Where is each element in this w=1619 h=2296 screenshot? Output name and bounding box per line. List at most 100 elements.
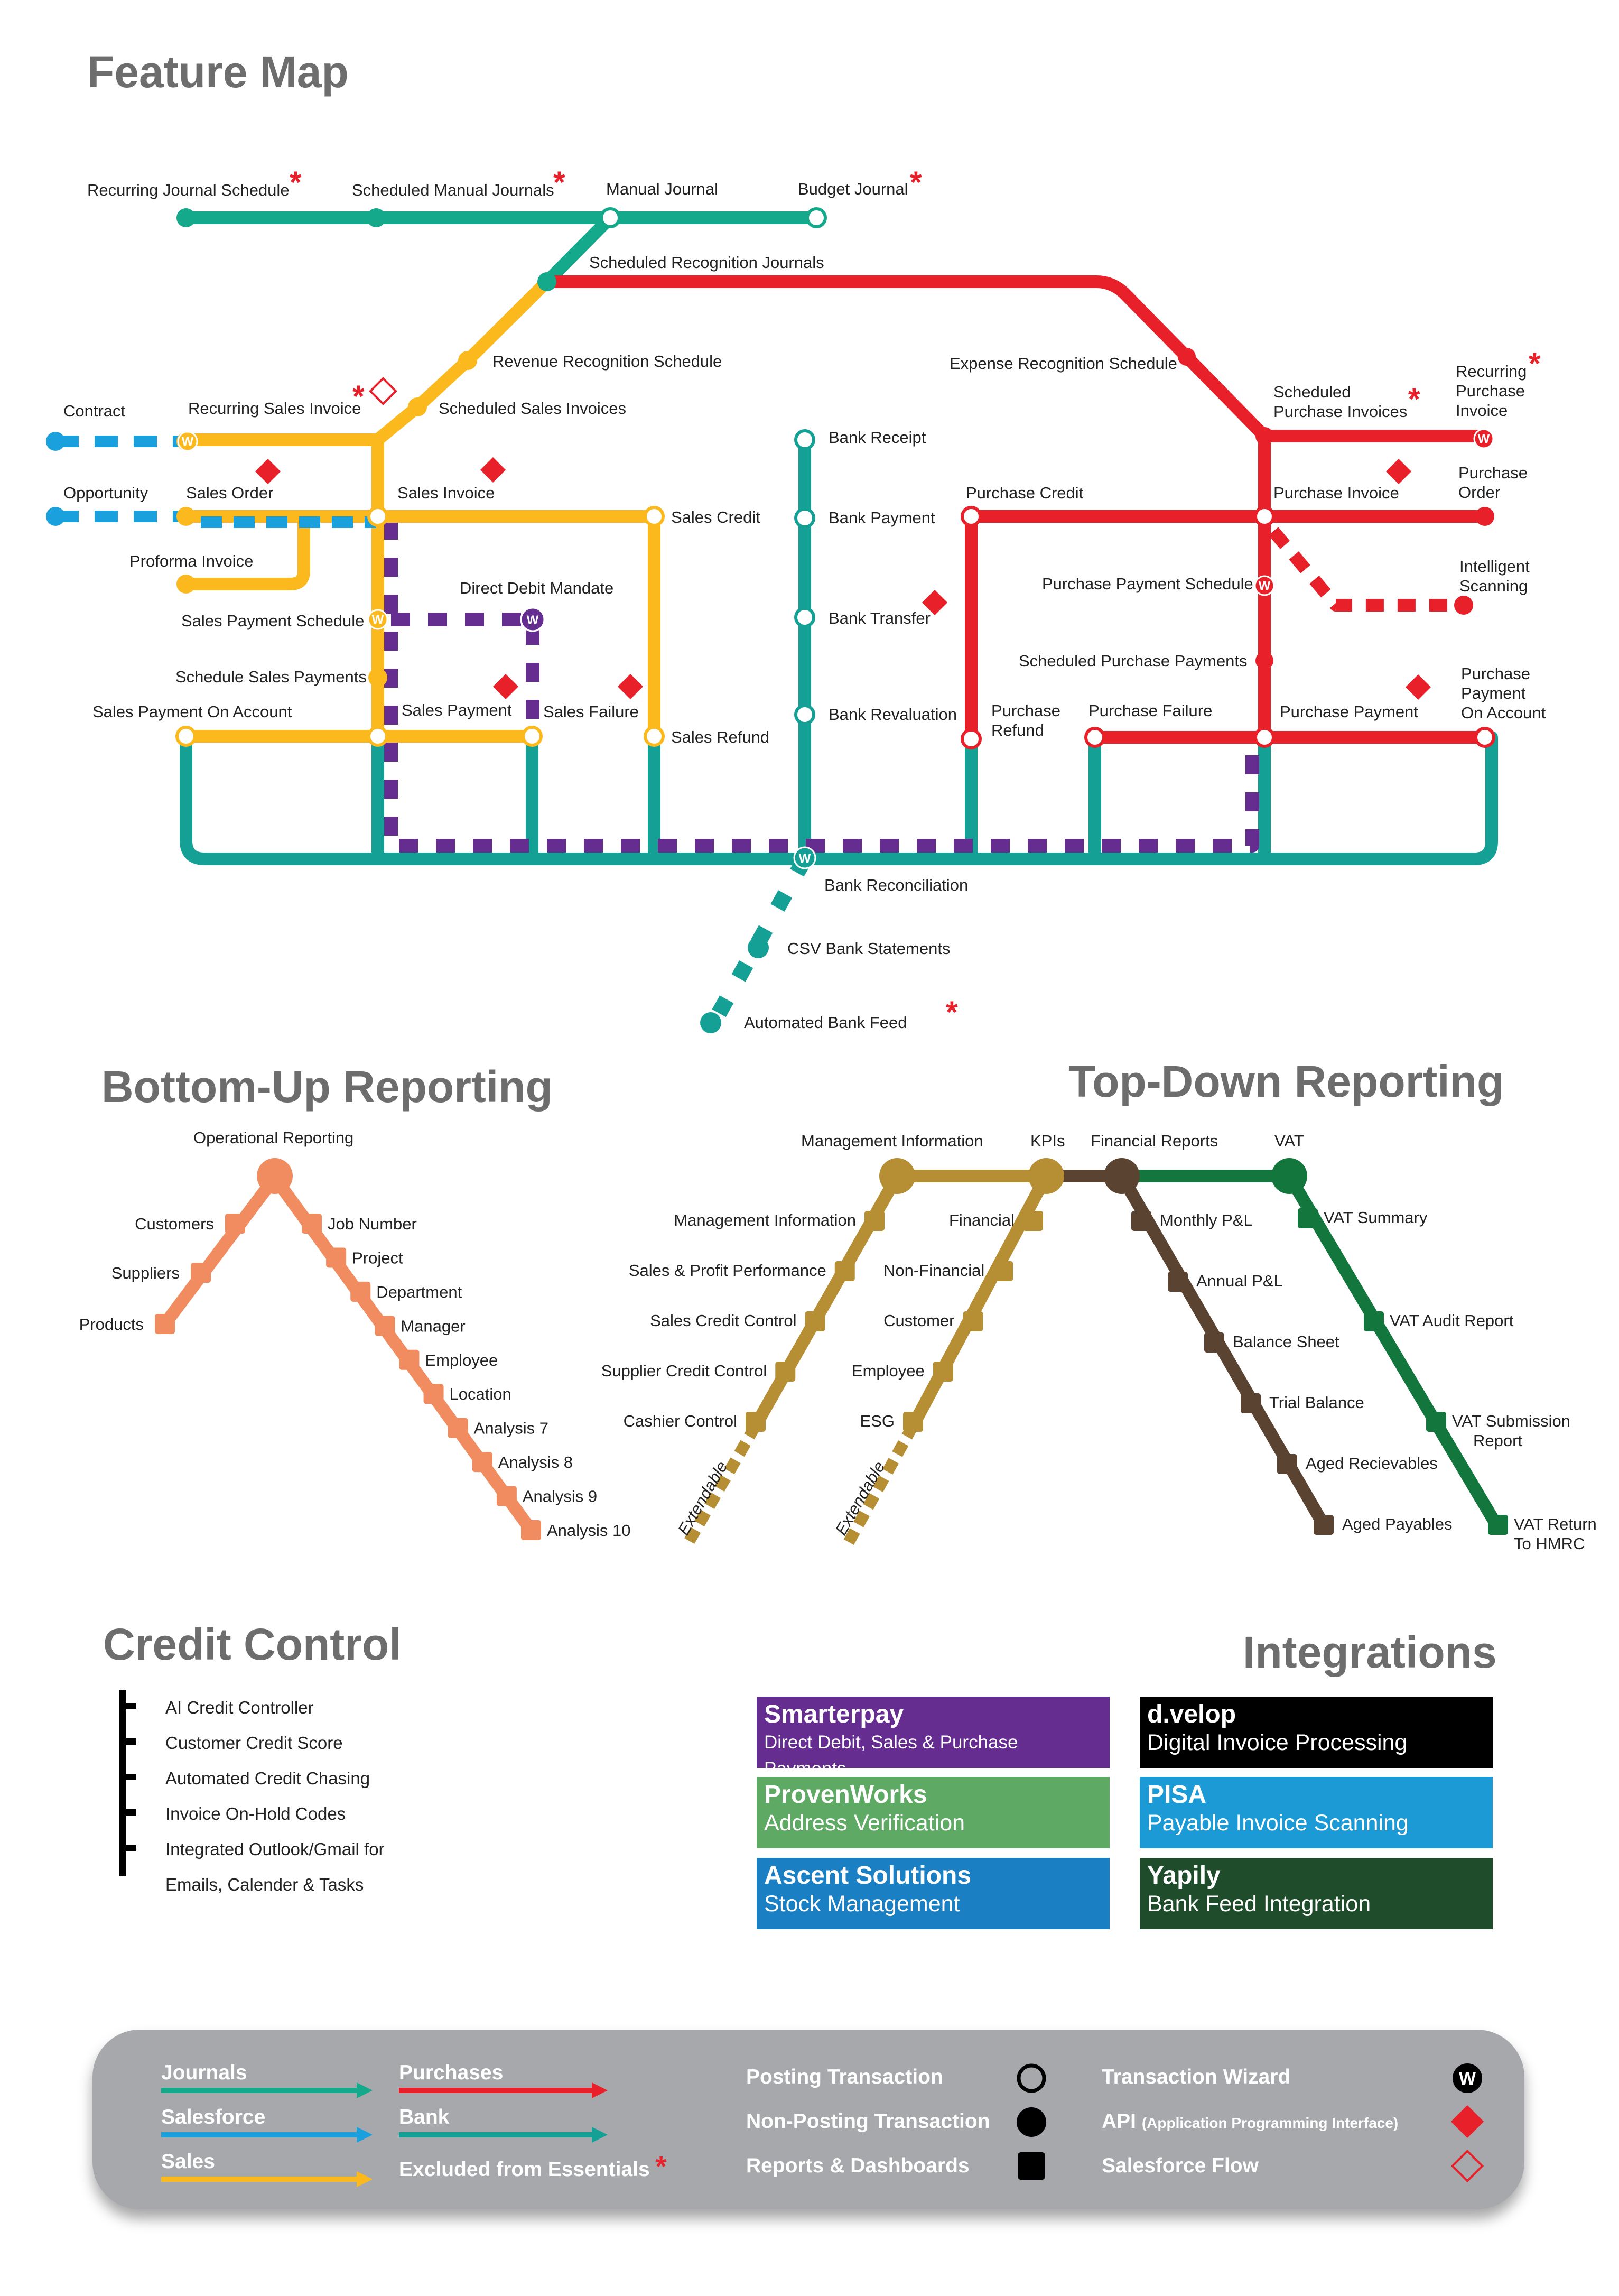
bottom-up-station	[448, 1418, 468, 1438]
label-contract: Contract	[63, 402, 126, 420]
station-kpis	[1028, 1158, 1064, 1194]
bottom-up-label: Products	[79, 1315, 144, 1334]
bottom-up-station	[399, 1349, 420, 1370]
integrations-heading: Integrations	[1243, 1627, 1497, 1677]
legend-posting-icon	[1017, 2063, 1046, 2093]
station-scheduled-sales-invoices	[408, 397, 427, 416]
station-expense-recognition-schedule	[1178, 348, 1196, 366]
top-down-label: Sales Credit Control	[650, 1311, 796, 1330]
label-bank-revaluation: Bank Revaluation	[829, 705, 957, 724]
top-down-station	[1204, 1332, 1224, 1353]
excluded-star: *	[946, 995, 958, 1030]
legend-sales: Sales	[161, 2150, 215, 2173]
bottom-up-label: Analysis 9	[523, 1487, 597, 1506]
label-scheduled-manual-journals: Scheduled Manual Journals	[352, 181, 554, 199]
salesforce-flow-diamond	[369, 377, 397, 405]
top-down-label: ESG	[860, 1412, 895, 1430]
integration-smarterpay: Smarterpay Direct Debit, Sales & Purchas…	[757, 1697, 1110, 1779]
top-down-label: VAT Return	[1514, 1515, 1597, 1533]
wizard-letter: W	[182, 434, 194, 449]
station-purchase-credit	[961, 506, 982, 527]
integration-title: PISA	[1147, 1781, 1207, 1809]
top-down-label: Employee	[852, 1362, 925, 1380]
label-financial-reports: Financial Reports	[1091, 1132, 1218, 1150]
label-recurring-purchase-invoice-1: Recurring	[1456, 362, 1527, 381]
bank-line-branch-1	[371, 731, 1271, 865]
excluded-star: *	[352, 379, 365, 414]
station-bank-receipt	[794, 429, 815, 450]
bottom-up-label: Customers	[135, 1215, 214, 1233]
label-sales-payment-schedule: Sales Payment Schedule	[181, 612, 364, 630]
label-purchase-invoice: Purchase Invoice	[1273, 484, 1399, 502]
top-down-station	[903, 1412, 923, 1432]
bottom-up-label: Location	[450, 1385, 511, 1403]
label-purchase-order-1: Purchase	[1458, 464, 1528, 482]
api-diamond-sales-invoice	[480, 457, 506, 483]
credit-control-heading: Credit Control	[103, 1619, 402, 1669]
label-intelligent-scanning-2: Scanning	[1459, 577, 1528, 595]
credit-control-item: Automated Credit Chasing	[165, 1769, 370, 1788]
purchases-line	[541, 275, 1491, 744]
label-purchase-payment-on-account-2: Payment	[1461, 684, 1526, 702]
top-down-station	[1488, 1515, 1508, 1535]
station-purchase-order	[1475, 507, 1494, 526]
journals-line	[180, 211, 823, 288]
credit-control-line	[119, 1690, 136, 1876]
station-sales-credit	[644, 506, 665, 527]
credit-control-item: Integrated Outlook/Gmail for	[165, 1839, 385, 1859]
label-purchase-refund-1: Purchase	[991, 701, 1060, 720]
integration-pisa: PISA Payable Invoice Scanning	[1140, 1777, 1493, 1848]
top-down-station	[1314, 1515, 1334, 1535]
station-sales-invoice	[367, 506, 388, 527]
integration-subtitle: Digital Invoice Processing	[1147, 1730, 1408, 1755]
bottom-up-label: Department	[376, 1283, 462, 1301]
label-kpis: KPIs	[1030, 1132, 1065, 1150]
bottom-up-heading: Bottom-Up Reporting	[101, 1062, 553, 1112]
legend-excluded: Excluded from Essentials *	[399, 2150, 667, 2183]
bottom-up-station	[496, 1486, 517, 1506]
excluded-star: *	[910, 165, 922, 200]
station-csv-bank-statements	[748, 937, 769, 958]
label-scheduled-purchase-invoices-2: Purchase Invoices	[1273, 402, 1407, 421]
station-scheduled-purchase-payments	[1255, 652, 1273, 670]
label-bank-payment: Bank Payment	[829, 508, 935, 527]
label-purchase-failure: Purchase Failure	[1088, 701, 1212, 720]
journals-stations	[176, 207, 827, 291]
credit-control-item: Emails, Calender & Tasks	[165, 1875, 364, 1894]
top-down-label: Annual P&L	[1196, 1272, 1283, 1290]
label-proforma-invoice: Proforma Invoice	[129, 552, 253, 570]
station-purchase-invoice	[1254, 506, 1275, 527]
station-sales-order	[176, 507, 196, 526]
top-down-station	[1426, 1412, 1446, 1432]
kpi-extendable-dashed	[843, 1422, 918, 1547]
legend-symbols: W	[161, 2063, 1484, 2187]
bottom-up-label: Employee	[425, 1351, 498, 1369]
wizard-recurring-purchase-invoice	[1473, 428, 1494, 449]
station-purchase-refund	[961, 728, 982, 749]
legend-salesforce-flow: Salesforce Flow	[1102, 2154, 1259, 2177]
legend-arrowhead	[357, 2171, 373, 2187]
top-down-label: VAT Summary	[1324, 1208, 1428, 1227]
bottom-up-label: Analysis 8	[498, 1453, 573, 1471]
top-down-station	[1364, 1311, 1384, 1331]
label-extendable-kpi: Extendable	[832, 1458, 889, 1539]
label-sales-payment: Sales Payment	[402, 701, 512, 719]
wizard-sales-payment-schedule	[367, 609, 388, 630]
wizard-letter: W	[1259, 579, 1271, 593]
bank-feed-dotted-line	[703, 855, 812, 1032]
station-bank-transfer	[794, 607, 815, 628]
label-intelligent-scanning-1: Intelligent	[1459, 557, 1530, 576]
label-recurring-purchase-invoice-3: Invoice	[1456, 401, 1508, 420]
legend-posting: Posting Transaction	[746, 2066, 943, 2088]
legend-arrowhead	[592, 2082, 608, 2098]
station-scheduled-purchase-invoices	[1255, 427, 1273, 445]
credit-control-tick	[126, 1703, 136, 1709]
bottom-up-station	[302, 1214, 322, 1234]
station-bank-payment	[794, 507, 815, 529]
top-down-label: Monthly P&L	[1160, 1211, 1253, 1229]
station-proforma-invoice	[176, 575, 196, 594]
label-recurring-journal-schedule: Recurring Journal Schedule	[87, 181, 290, 199]
station-schedule-sales-payments	[368, 668, 387, 687]
legend-wizard: Transaction Wizard	[1102, 2066, 1291, 2088]
